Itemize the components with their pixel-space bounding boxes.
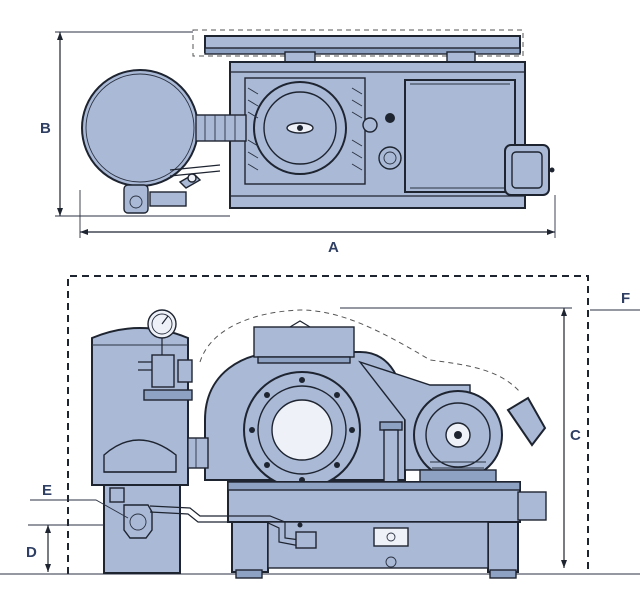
motor-terminal-box xyxy=(506,396,547,447)
e-leader xyxy=(30,499,129,519)
label-f: F xyxy=(621,290,630,307)
foot-right xyxy=(487,521,519,573)
label-d: D xyxy=(26,544,37,561)
label-b: B xyxy=(40,120,51,137)
label-e: E xyxy=(42,482,52,499)
belt-guard-outline xyxy=(192,29,524,57)
blower-top-cover xyxy=(253,326,355,358)
enclosure-outline xyxy=(67,275,589,574)
nameplate xyxy=(373,527,409,547)
motor-top xyxy=(404,79,516,193)
foot-left xyxy=(231,521,269,573)
label-c: C xyxy=(570,427,581,444)
top-view: B A xyxy=(40,29,556,256)
top-drain-valve xyxy=(123,184,149,214)
relief-valve xyxy=(151,354,175,388)
drain-valve xyxy=(123,504,153,539)
label-a: A xyxy=(328,239,339,256)
front-view: C F D E xyxy=(0,275,640,579)
